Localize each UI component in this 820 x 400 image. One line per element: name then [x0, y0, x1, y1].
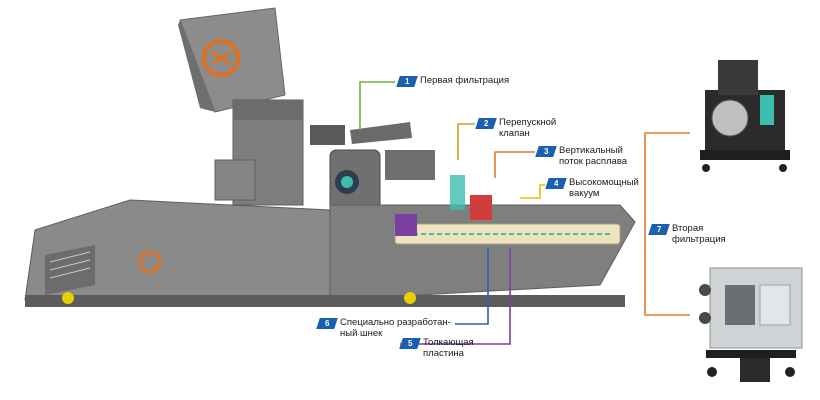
callout-number-badge: 6 — [316, 318, 338, 329]
wheel-icon — [62, 292, 74, 304]
callout-label: Вторая фильтрация — [672, 223, 726, 245]
callout-label: Специально разработан- ный шнек — [340, 317, 451, 339]
connector-3 — [494, 151, 535, 178]
extruder-body — [24, 199, 636, 307]
connector-5 — [400, 248, 511, 345]
second-filter-top-machine — [700, 60, 790, 172]
callout-7: 7 Вторая фильтрация — [648, 223, 726, 245]
connector-6 — [455, 248, 489, 325]
body-logo-icon — [138, 250, 162, 274]
callout-number-badge: 5 — [399, 338, 421, 349]
callout-number-badge: 3 — [535, 146, 557, 157]
second-filter-bottom-machine — [699, 267, 803, 382]
callout-5: 5 Толкающая пластина — [399, 337, 474, 359]
callout-number-badge: 2 — [475, 118, 497, 129]
connector-2 — [457, 123, 475, 160]
connector-4 — [520, 184, 545, 199]
callout-1: 1 Первая фильтрация — [396, 75, 510, 87]
brand-logo-icon — [202, 39, 240, 77]
callout-2: 2 Перепускной клапан — [475, 117, 557, 139]
hopper — [178, 7, 286, 113]
callout-4: 4 Высокомощный вакуум — [545, 177, 639, 199]
callout-3: 3 Вертикальный поток расплава — [535, 145, 628, 167]
callout-label: Высокомощный вакуум — [569, 177, 639, 199]
callout-number-badge: 1 — [396, 76, 418, 87]
callout-number-badge: 7 — [648, 224, 670, 235]
callout-label: Перепускной клапан — [499, 117, 557, 139]
callout-6: 6 Специально разработан- ный шнек — [316, 317, 451, 339]
callout-number-badge: 4 — [545, 178, 567, 189]
callout-label: Вертикальный поток расплава — [559, 145, 628, 167]
callout-label: Толкающая пластина — [423, 337, 474, 359]
wheel-icon — [404, 292, 416, 304]
screw-barrel — [394, 175, 621, 245]
feed-tower — [214, 99, 304, 206]
connector-7 — [644, 132, 690, 316]
connector-1 — [359, 81, 395, 130]
first-filter-unit — [310, 122, 435, 211]
callout-label: Первая фильтрация — [420, 75, 510, 86]
